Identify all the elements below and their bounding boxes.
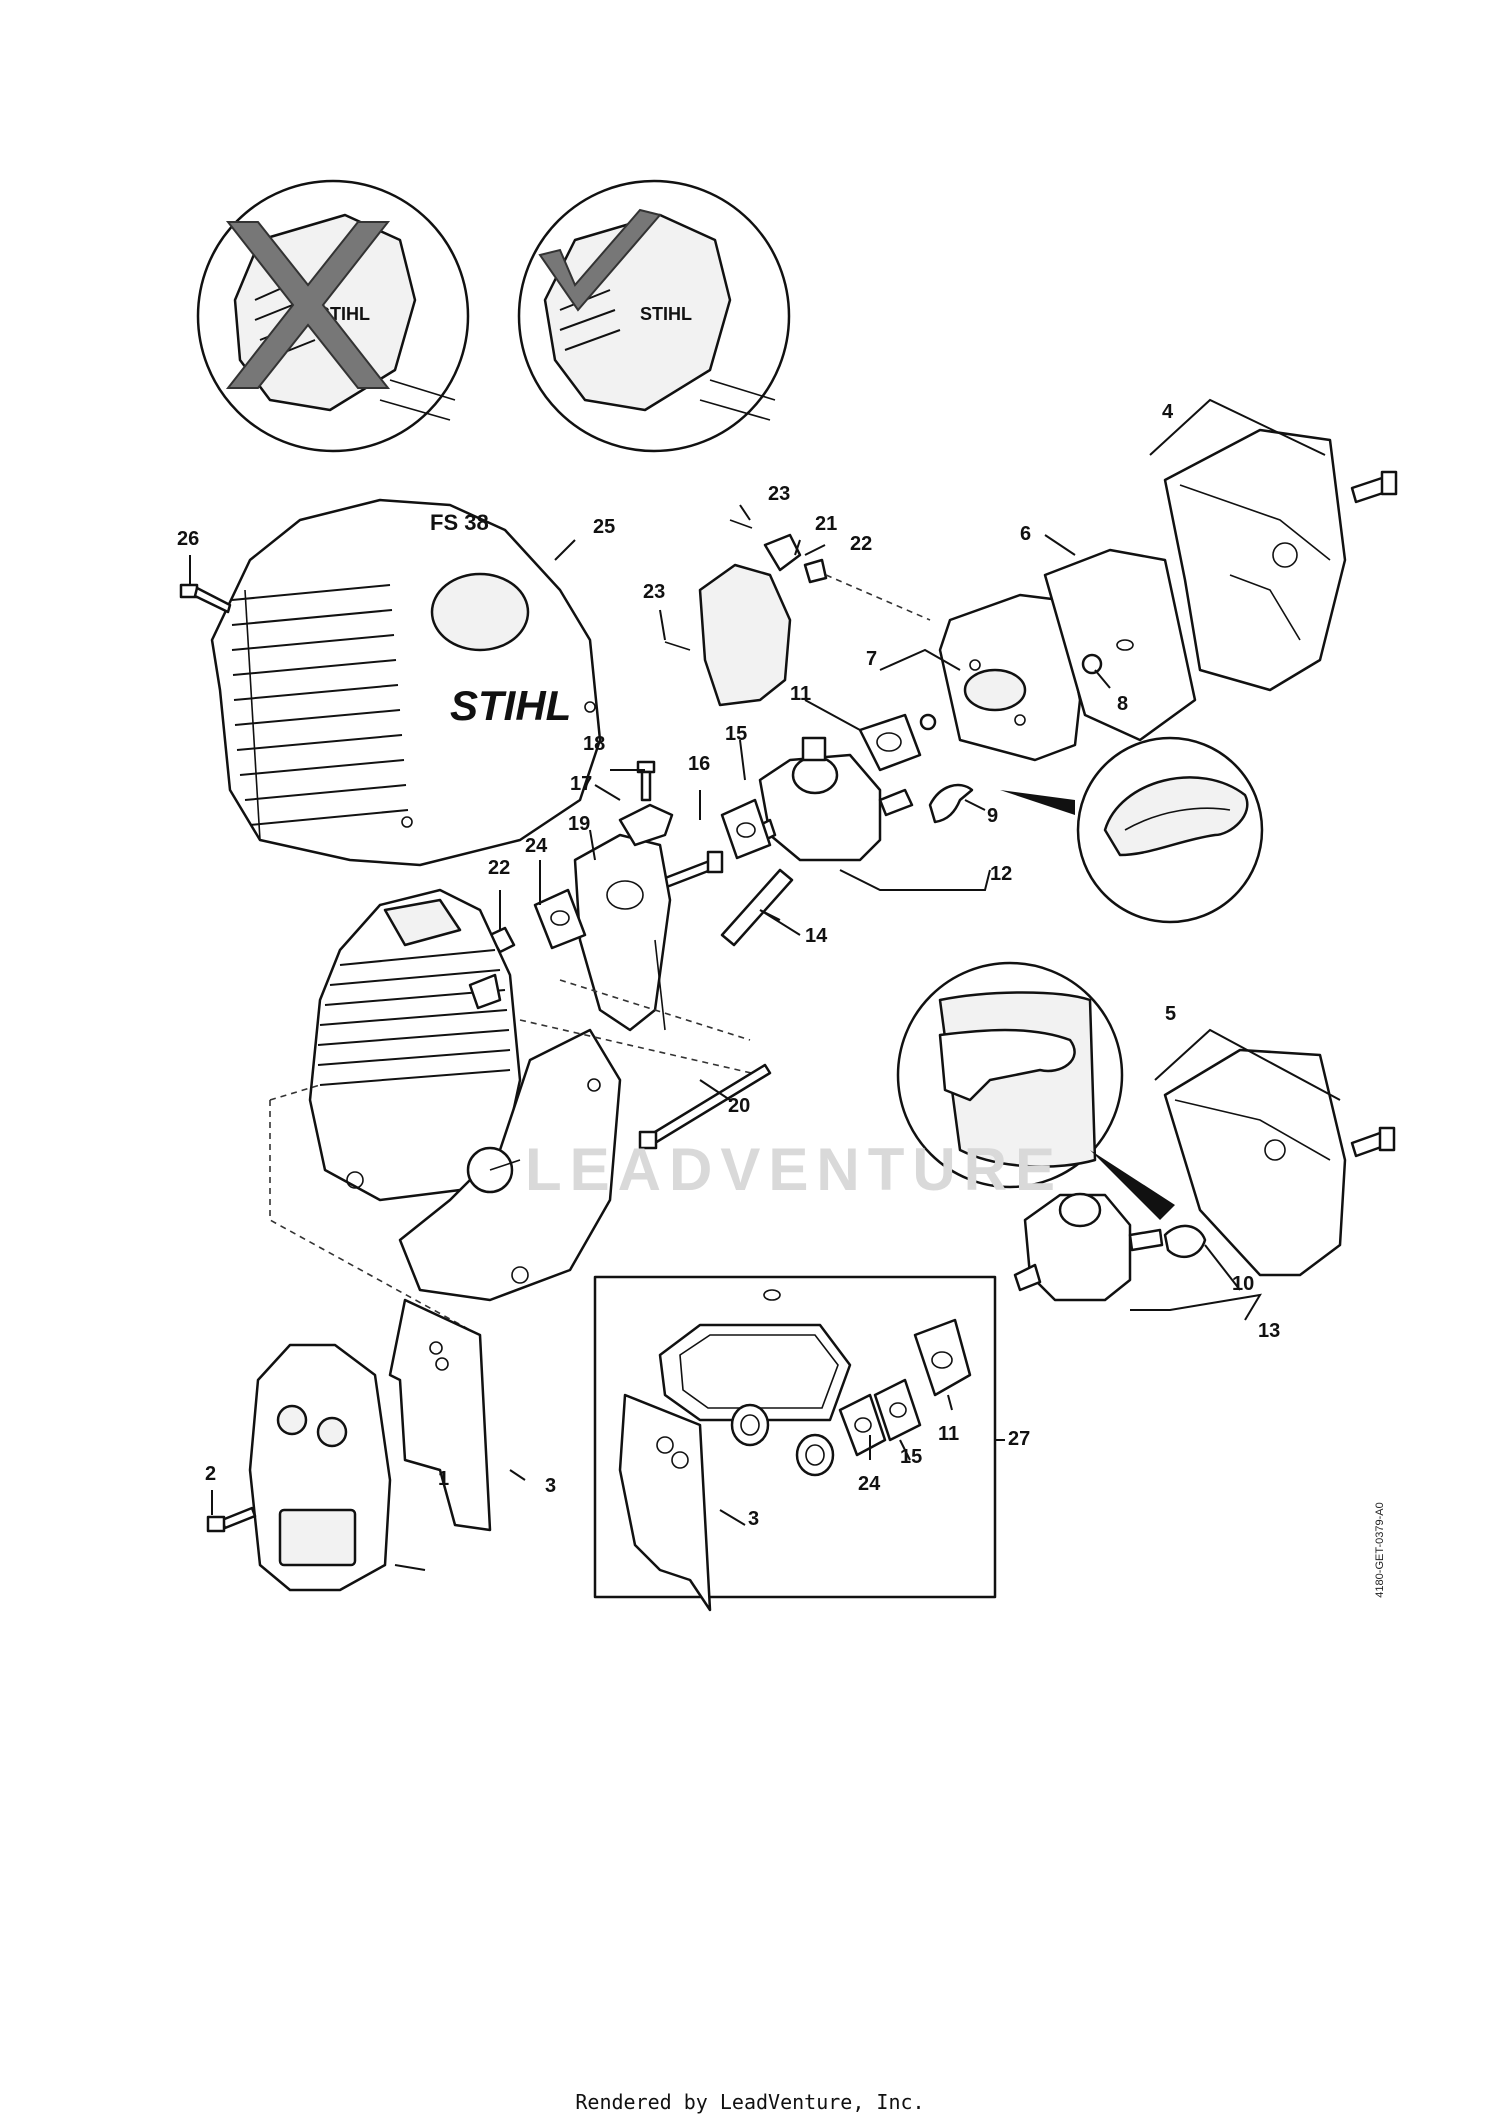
inset-lever-detail-9 (1076, 736, 1264, 924)
part-8-nut (1081, 653, 1103, 675)
part-25-shroud: STIHL FS 38 (210, 498, 602, 867)
shroud-brand-text: STIHL (450, 682, 571, 729)
document-code-text: 4180-GET-0379-A0 (1374, 1502, 1386, 1598)
part-24-gasket (533, 888, 587, 950)
part-7-filter-housing (919, 593, 1082, 762)
part-11-gasket (858, 713, 922, 772)
part-5-filter-cover (1163, 1048, 1396, 1277)
callout-6: 6 (1020, 523, 1031, 545)
callout-20: 20 (728, 1095, 750, 1117)
callout-2: 2 (205, 1463, 216, 1485)
callout-16: 16 (688, 753, 710, 775)
part-1-muffler (248, 1343, 392, 1592)
callout-9: 9 (987, 805, 998, 827)
callout-22-left: 22 (488, 857, 510, 879)
lever-detail-pointer (1000, 790, 1075, 815)
part-4-filter-cover (1163, 428, 1398, 692)
callout-labels: 1 2 3 3 4 5 6 7 8 9 10 11 11 12 13 14 15… (177, 401, 1280, 1530)
cross-mark-icon (225, 221, 391, 389)
inset-incorrect-version: STIHL (196, 179, 470, 453)
callout-1: 1 (438, 1468, 449, 1490)
callout-19: 19 (568, 813, 590, 835)
part-15-gasket (720, 798, 772, 860)
callout-5: 5 (1165, 1003, 1176, 1025)
engine-block (308, 888, 622, 1302)
callout-3-kit: 3 (748, 1508, 759, 1530)
callout-4: 4 (1162, 401, 1174, 423)
callout-18: 18 (583, 733, 605, 755)
part-13-carburetor (1013, 1192, 1164, 1302)
callout-11: 11 (790, 683, 811, 705)
callout-8: 8 (1117, 693, 1128, 715)
part-2-screw (206, 1506, 257, 1533)
callout-14: 14 (805, 925, 828, 947)
callout-26: 26 (177, 528, 199, 550)
part-3-heat-shield (388, 1298, 492, 1532)
watermark: LEADVENTURE (525, 1136, 1064, 1203)
callout-3: 3 (545, 1475, 556, 1497)
callout-25: 25 (593, 516, 615, 538)
inset-brand-text-2: STIHL (640, 304, 692, 324)
callout-15: 15 (725, 723, 747, 745)
shroud-model-mark: FS 38 (430, 510, 489, 535)
leader-lines (189, 398, 1341, 1571)
part-6-filter (1043, 548, 1197, 742)
callout-24: 24 (525, 835, 548, 857)
part-12-carburetor (748, 736, 914, 862)
part-26-screw (179, 583, 232, 614)
callout-11-kit: 11 (938, 1423, 959, 1445)
callout-24-kit: 24 (858, 1473, 881, 1495)
callout-17: 17 (570, 773, 592, 795)
part-19-intake-manifold (573, 833, 672, 1032)
part-18-screw (636, 760, 656, 802)
callout-23-top: 23 (768, 483, 790, 505)
callout-10: 10 (1232, 1273, 1254, 1295)
part-14-hose (720, 868, 794, 947)
part-17-clamp (618, 803, 674, 847)
callout-21: 21 (815, 513, 837, 535)
callout-22-top: 22 (850, 533, 872, 555)
check-mark-icon (538, 208, 662, 312)
callout-7: 7 (866, 648, 877, 670)
lever-detail-pointer-2 (1090, 1150, 1175, 1220)
part-20-long-bolt (638, 1063, 772, 1150)
callout-15-kit: 15 (900, 1446, 922, 1468)
part-bracket-23-21 (664, 519, 828, 707)
callout-12: 12 (990, 863, 1012, 885)
callout-23-left: 23 (643, 581, 665, 603)
callout-13: 13 (1258, 1320, 1280, 1342)
inset-correct-version: STIHL (517, 179, 791, 453)
footer-credit: Rendered by LeadVenture, Inc. (575, 2090, 925, 2114)
document-code: 4180-GET-0379-A0 (1370, 1490, 1390, 1610)
part-9-lever (928, 783, 974, 824)
callout-27: 27 (1008, 1428, 1030, 1450)
part-27-gasket-kit (593, 1275, 997, 1612)
inset-lever-detail-10 (896, 961, 1124, 1189)
part-10-lever (1163, 1224, 1207, 1259)
